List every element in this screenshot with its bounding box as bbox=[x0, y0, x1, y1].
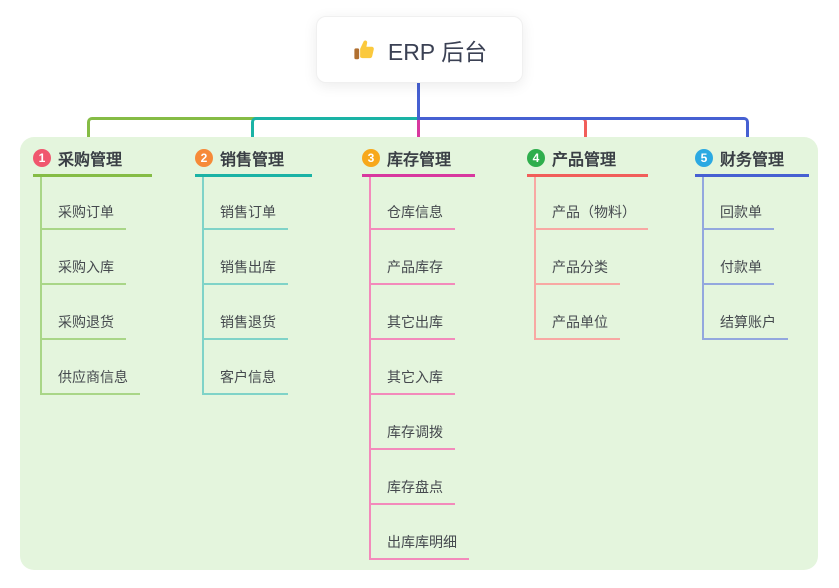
child-item[interactable]: 销售订单 bbox=[202, 202, 288, 230]
branch-children-line bbox=[534, 177, 536, 340]
child-item[interactable]: 其它出库 bbox=[369, 312, 455, 340]
child-item[interactable]: 供应商信息 bbox=[40, 367, 140, 395]
branch-heading-2[interactable]: 2 销售管理 bbox=[195, 147, 312, 177]
branch-number-badge: 1 bbox=[33, 149, 51, 167]
child-item[interactable]: 其它入库 bbox=[369, 367, 455, 395]
child-item[interactable]: 付款单 bbox=[702, 257, 774, 285]
child-item[interactable]: 回款单 bbox=[702, 202, 774, 230]
branch-heading-3[interactable]: 3 库存管理 bbox=[362, 147, 475, 177]
child-item[interactable]: 产品（物料） bbox=[534, 202, 648, 230]
child-item[interactable]: 销售出库 bbox=[202, 257, 288, 285]
child-item[interactable]: 出库库明细 bbox=[369, 532, 469, 560]
branch-number-badge: 4 bbox=[527, 149, 545, 167]
branch-label: 财务管理 bbox=[720, 152, 785, 169]
branch-label: 库存管理 bbox=[387, 152, 452, 169]
child-item[interactable]: 采购退货 bbox=[40, 312, 126, 340]
branch-label: 采购管理 bbox=[58, 152, 123, 169]
child-item[interactable]: 销售退货 bbox=[202, 312, 288, 340]
root-label: ERP 后台 bbox=[387, 38, 488, 65]
connector-branch-5 bbox=[417, 117, 749, 151]
branch-children-line bbox=[40, 177, 42, 395]
branch-children-line bbox=[369, 177, 371, 560]
branch-number-badge: 3 bbox=[362, 149, 380, 167]
child-item[interactable]: 采购入库 bbox=[40, 257, 126, 285]
connector-branch-2 bbox=[251, 117, 420, 151]
child-item[interactable]: 仓库信息 bbox=[369, 202, 455, 230]
child-item[interactable]: 采购订单 bbox=[40, 202, 126, 230]
child-item[interactable]: 产品分类 bbox=[534, 257, 620, 285]
branch-label: 销售管理 bbox=[220, 152, 285, 169]
child-item[interactable]: 客户信息 bbox=[202, 367, 288, 395]
connector-trunk bbox=[417, 83, 420, 120]
branch-heading-1[interactable]: 1 采购管理 bbox=[33, 147, 152, 177]
root-node[interactable]: ERP 后台 bbox=[316, 16, 523, 83]
branch-children-line bbox=[702, 177, 704, 340]
branch-children-line bbox=[202, 177, 204, 395]
child-item[interactable]: 结算账户 bbox=[702, 312, 788, 340]
branch-number-badge: 2 bbox=[195, 149, 213, 167]
child-item[interactable]: 产品单位 bbox=[534, 312, 620, 340]
child-item[interactable]: 产品库存 bbox=[369, 257, 455, 285]
branch-heading-4[interactable]: 4 产品管理 bbox=[527, 147, 648, 177]
branch-heading-5[interactable]: 5 财务管理 bbox=[695, 147, 809, 177]
branch-number-badge: 5 bbox=[695, 149, 713, 167]
branches-panel: 1 采购管理采购订单采购入库采购退货供应商信息 2 销售管理销售订单销售出库销售退货客… bbox=[20, 137, 818, 570]
branch-label: 产品管理 bbox=[552, 152, 617, 169]
child-item[interactable]: 库存调拨 bbox=[369, 422, 455, 450]
connector-branch-3 bbox=[417, 120, 420, 150]
thumbs-up-icon bbox=[352, 37, 378, 63]
child-item[interactable]: 库存盘点 bbox=[369, 477, 455, 505]
